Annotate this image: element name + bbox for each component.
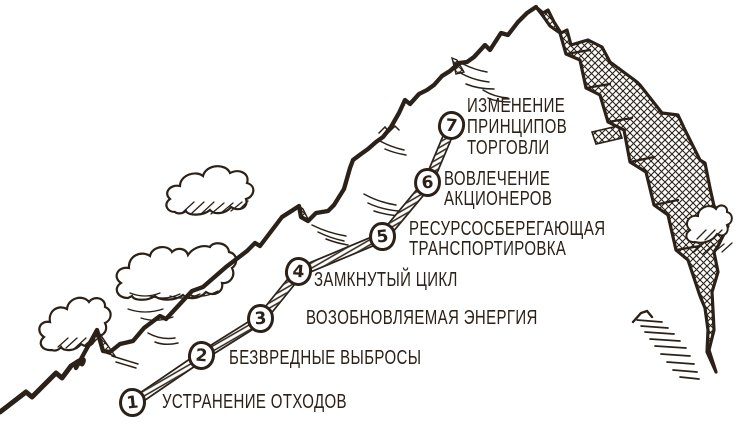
step-4-number: 4 <box>291 261 306 282</box>
step-5-number: 5 <box>375 225 390 248</box>
notch-hatch-wedges <box>96 56 466 358</box>
step-7-label: ИЗМЕНЕНИЕ ПРИНЦИПОВ ТОРГОВЛИ <box>467 95 568 159</box>
step-3-label: ВОЗОБНОВЛЯЕМАЯ ЭНЕРГИЯ <box>306 307 538 329</box>
cloud-icon <box>685 204 733 255</box>
foothill-icon <box>631 309 700 380</box>
mountain-outline <box>0 4 539 415</box>
step-6-label: ВОВЛЕЧЕНИЕ АКЦИОНЕРОВ <box>444 168 553 210</box>
step-4-label: ЗАМКНУТЫЙ ЦИКЛ <box>314 269 458 291</box>
step-6-number: 6 <box>420 172 435 193</box>
cloud-icon <box>165 165 255 216</box>
step-1-label: УСТРАНЕНИЕ ОТХОДОВ <box>162 391 347 413</box>
step-7-number: 7 <box>444 115 459 136</box>
mountain-shadow-face <box>534 5 730 374</box>
step-5-label: РЕСУРСОСБЕРЕГАЮЩАЯ ТРАНСПОРТИРОВКА <box>409 218 606 260</box>
step-1-number: 1 <box>125 391 140 414</box>
step-2-label: БЕЗВРЕДНЫЕ ВЫБРОСЫ <box>229 347 422 369</box>
step-3-number: 3 <box>253 308 268 329</box>
step-2-number: 2 <box>194 345 209 366</box>
